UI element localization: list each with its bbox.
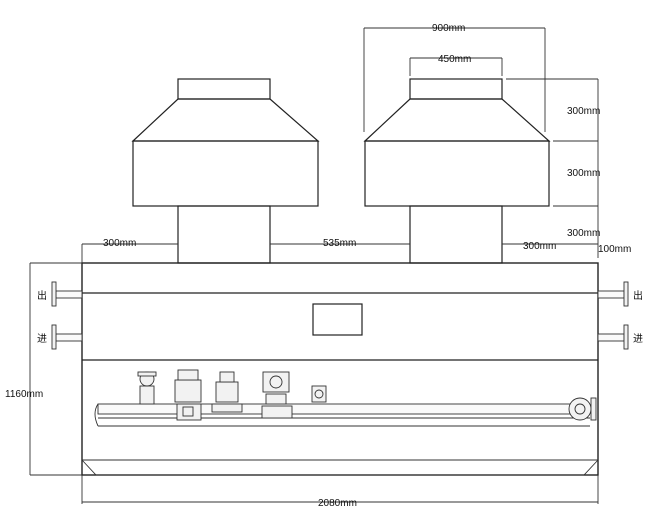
dim-100-label: 100mm	[598, 244, 631, 255]
cabinet-body	[81, 262, 599, 476]
end-flange	[568, 397, 597, 421]
left-inlet-pipe: 进	[37, 324, 83, 350]
dim-2080-label: 2080mm	[318, 498, 357, 509]
dim-2080: 2080mm	[81, 475, 599, 509]
right-outlet-label: 出	[633, 289, 643, 302]
left-inlet-label: 进	[37, 333, 47, 345]
left-chimney-cap	[131, 78, 320, 264]
control-panel-window	[312, 303, 363, 336]
cabinet-base	[81, 459, 599, 476]
dim-horizontal-spacing: 300mm 535mm 300mm	[81, 238, 598, 263]
dim-vertical-right: 300mm 300mm 300mm 100mm	[506, 78, 631, 258]
dim-right-300-label: 300mm	[523, 241, 556, 252]
dim-300-low-label: 300mm	[567, 228, 600, 239]
main-gas-pipe	[97, 403, 579, 415]
dim-left-300-label: 300mm	[103, 238, 136, 249]
solenoid-valve	[211, 371, 243, 413]
dim-300-mid-label: 300mm	[567, 168, 600, 179]
dim-535-label: 535mm	[323, 238, 356, 249]
dim-1160: 1160mm	[5, 262, 82, 476]
right-inlet-label: 进	[633, 333, 643, 345]
pressure-switch	[261, 371, 293, 419]
left-outlet-pipe: 出	[37, 281, 83, 307]
dim-450: 450mm	[409, 54, 503, 76]
pressure-regulator	[174, 369, 202, 421]
right-chimney-cap	[363, 78, 551, 264]
dim-300-top-label: 300mm	[567, 106, 600, 117]
right-inlet-pipe: 进	[597, 324, 643, 350]
dim-900-label: 900mm	[432, 23, 465, 34]
dim-1160-label: 1160mm	[5, 389, 43, 400]
right-outlet-pipe: 出	[597, 281, 643, 307]
left-outlet-label: 出	[37, 289, 47, 302]
dim-900: 900mm	[363, 23, 546, 132]
dim-450-label: 450mm	[438, 54, 471, 65]
gas-train-assembly	[94, 369, 597, 427]
valve-1	[137, 371, 157, 405]
pressure-gauge	[311, 385, 327, 403]
